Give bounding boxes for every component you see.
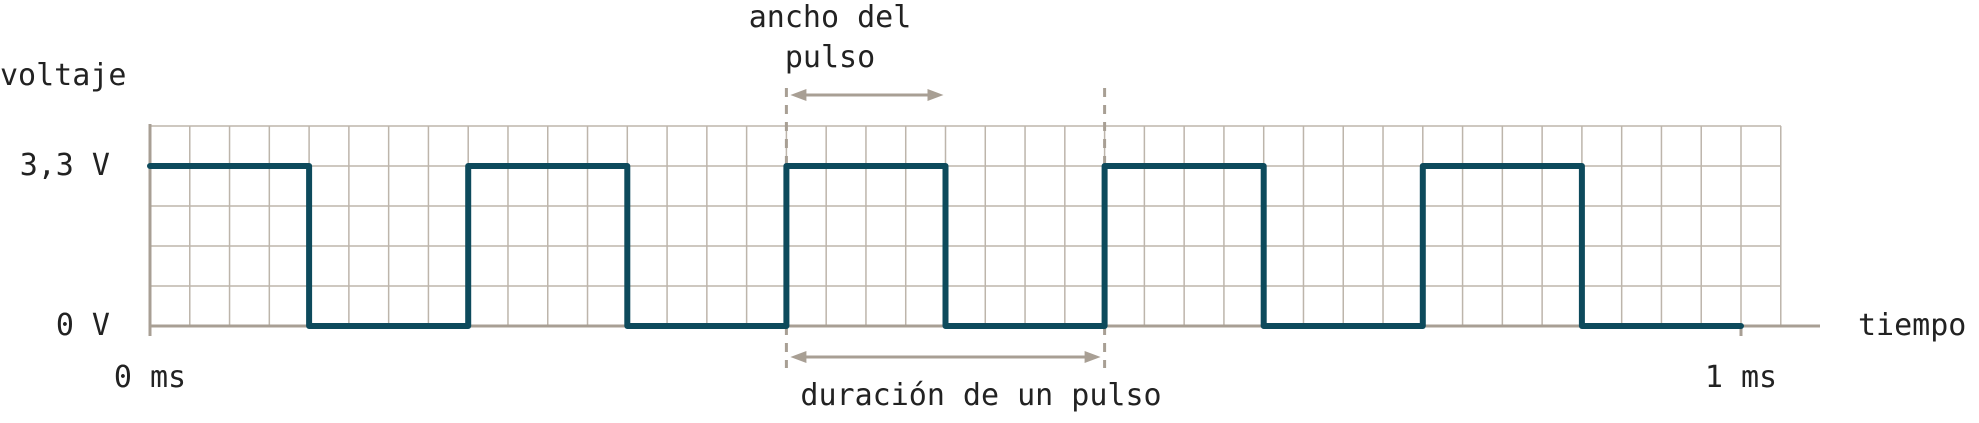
pulse-width-label-line1: ancho del: [748, 0, 912, 35]
pulse-width-label-line2: pulso: [784, 40, 876, 75]
period-label: duración de un pulso: [800, 378, 1162, 413]
chart-signal: [147, 163, 1744, 329]
signal-trace: [147, 163, 1744, 329]
pulse-width-arrow-head-left: [790, 89, 807, 101]
x-tick-start-label: 0 ms: [113, 360, 187, 395]
y-tick-low-label: 0 V: [55, 308, 110, 343]
period-arrow-head-left: [790, 351, 807, 363]
y-axis-label: voltaje: [0, 58, 127, 93]
y-tick-high-label: 3,3 V: [19, 148, 110, 183]
chart-grid: [149, 125, 1782, 327]
period-arrow-head-right: [1084, 351, 1101, 363]
x-tick-end-label: 1 ms: [1704, 360, 1778, 395]
pulse-width-arrow-head-right: [927, 89, 944, 101]
x-axis-label: tiempo: [1858, 308, 1967, 343]
pulse-width-label: ancho del pulso: [749, 0, 912, 78]
